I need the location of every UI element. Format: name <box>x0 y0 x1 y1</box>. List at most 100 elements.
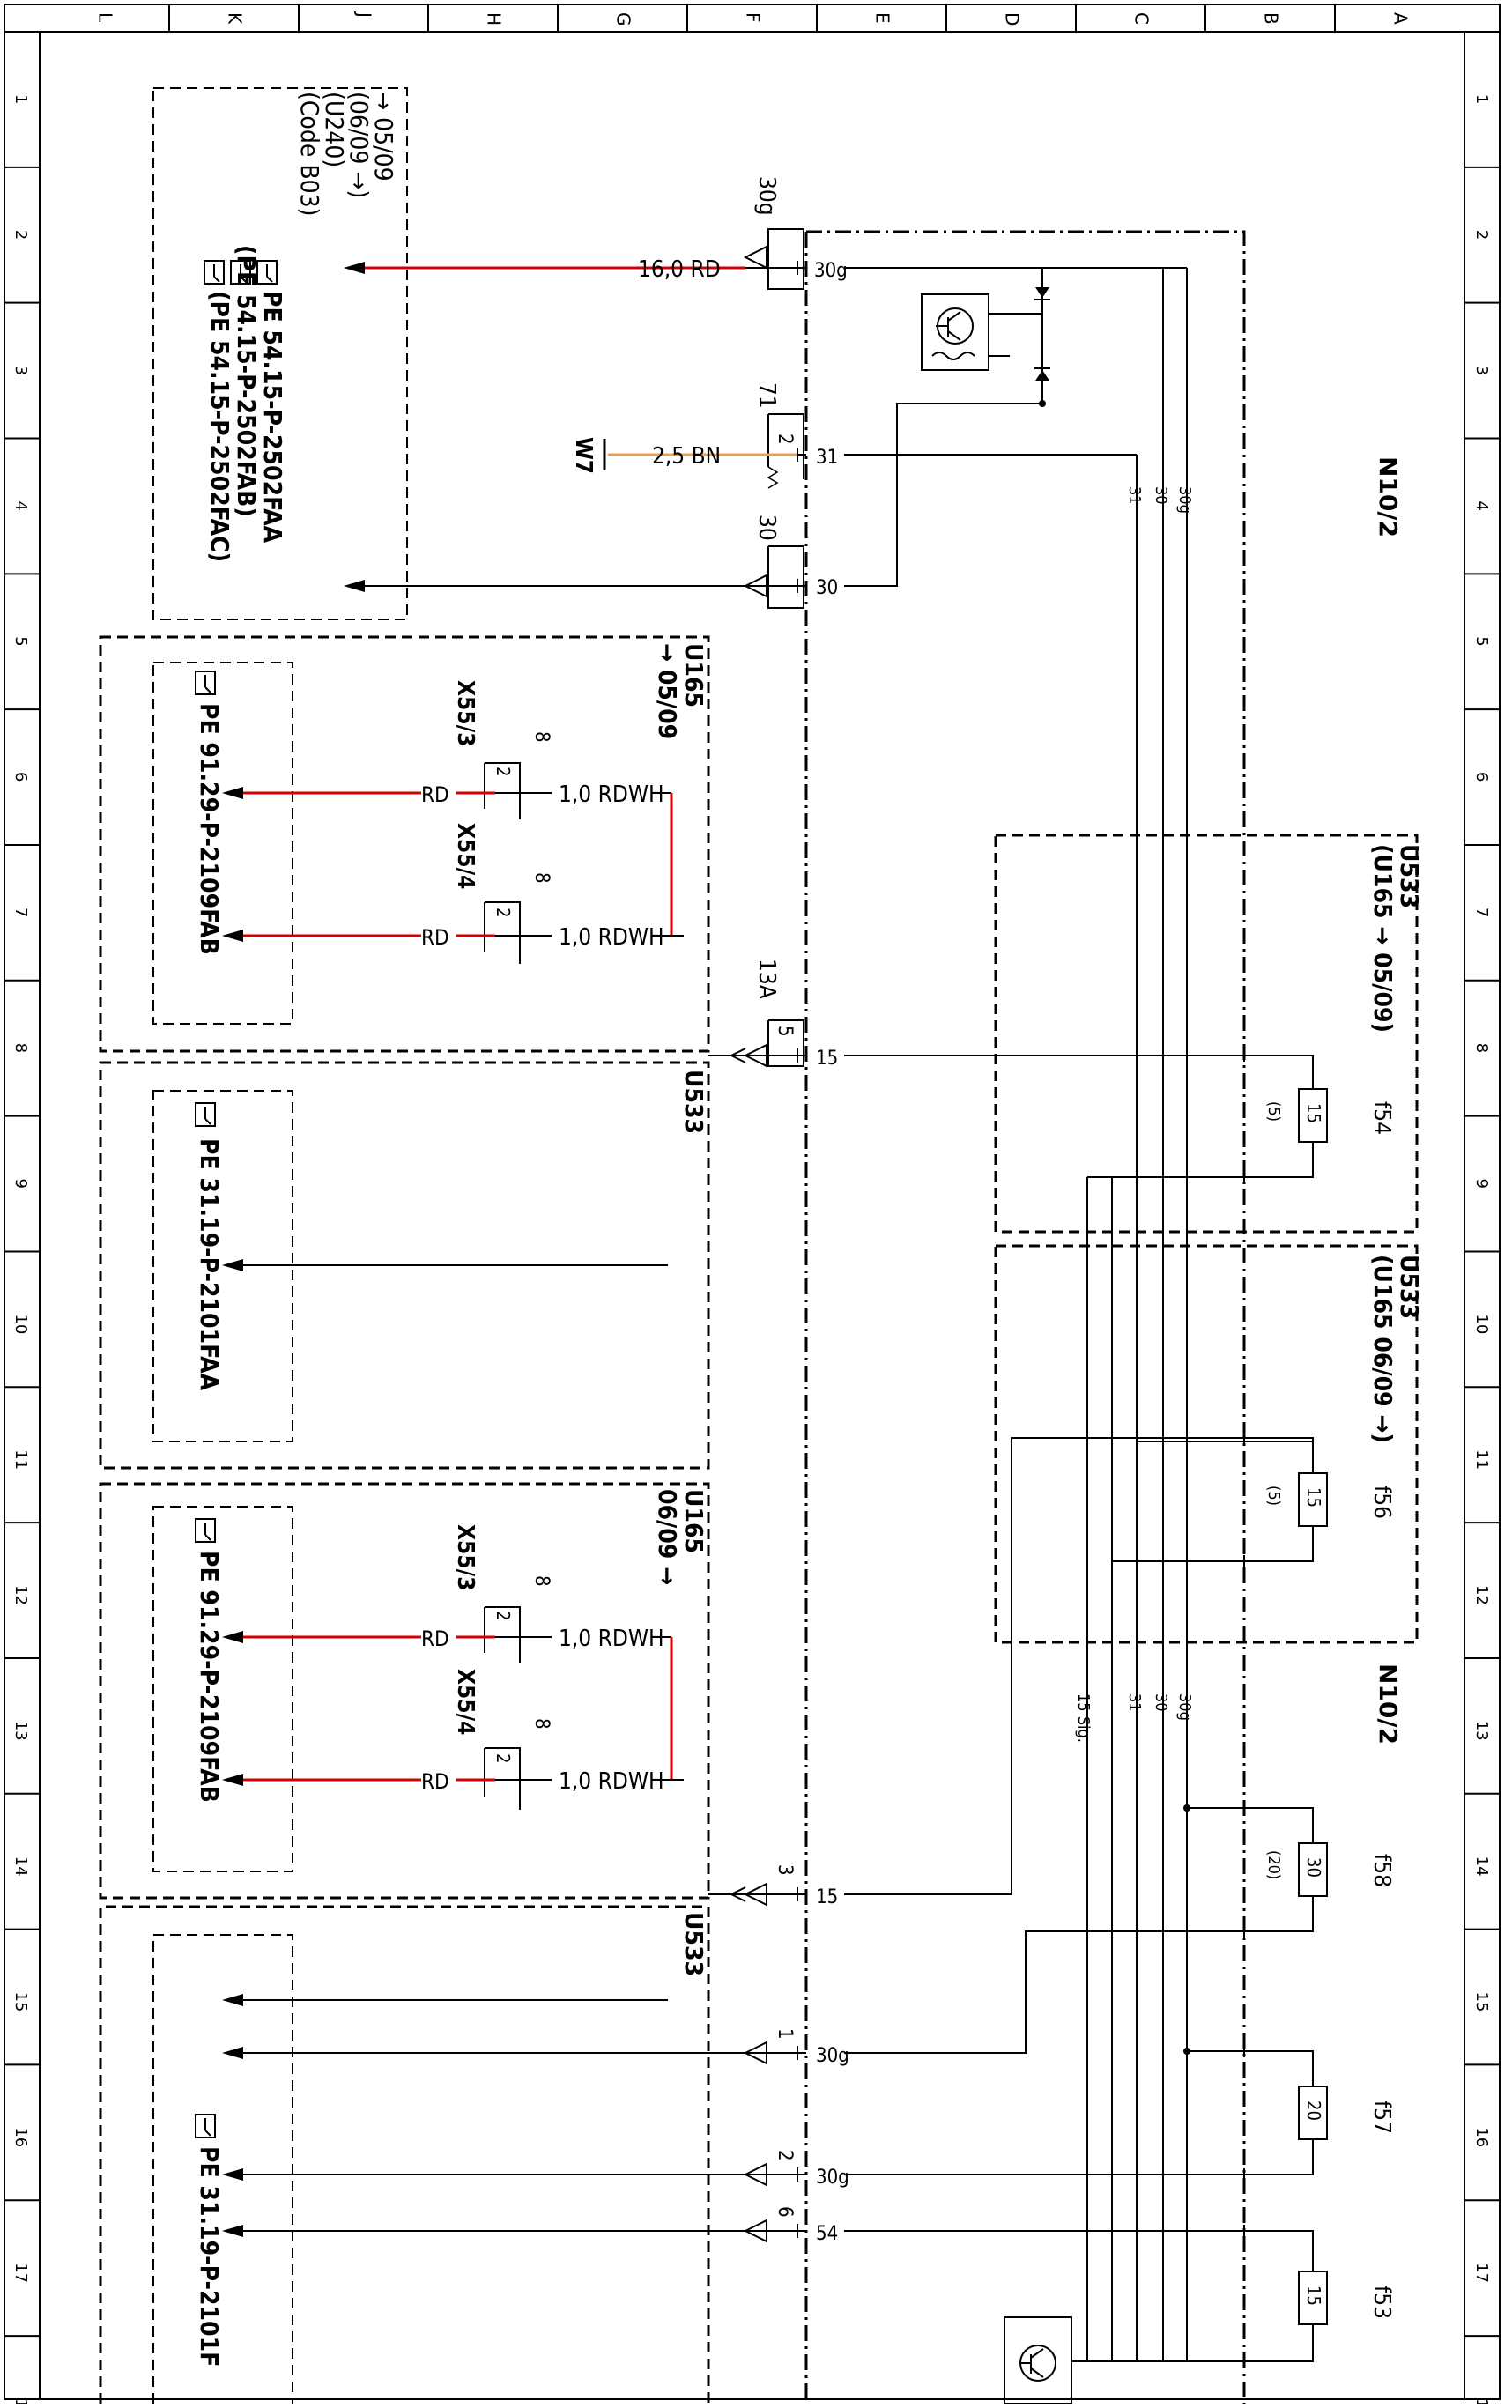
u165-a-ref-box <box>152 662 293 1025</box>
row-label: 1 <box>1472 94 1491 104</box>
fuse-f58-alt: (20) <box>1264 1850 1283 1879</box>
pin-54: 54 <box>816 2223 838 2245</box>
column-label: J <box>354 11 375 18</box>
connector-13a-label: 13A <box>753 959 780 999</box>
transistor-module <box>921 293 989 371</box>
x55-4-a-name: X55/4 <box>452 823 478 889</box>
wire-2-5-bn: 2,5 BN <box>652 443 721 470</box>
conn-3-num: 3 <box>774 1864 796 1876</box>
pointer-hand-icon <box>256 260 278 285</box>
row-label: 5 <box>1472 636 1491 646</box>
row-label: 17 <box>11 2263 30 2283</box>
boundary-terminals <box>797 261 1245 2367</box>
row-label: 14 <box>11 1856 30 1877</box>
fuse-f57-id: f57 <box>1368 2101 1395 2134</box>
row-label: 11 <box>11 1449 30 1470</box>
conn-1-num: 1 <box>774 2028 796 2040</box>
fuse-box-2 <box>994 1244 1419 1644</box>
fuse-f58 <box>1244 1807 1328 1932</box>
bus-label-30g-b: 30g <box>1175 1693 1194 1721</box>
column-label: D <box>1002 12 1023 26</box>
row-label: 16 <box>11 2127 30 2147</box>
x55-3-b-out: RD <box>421 1626 449 1651</box>
wire-16-rd: 16,0 RD <box>638 256 721 283</box>
fuse-f53-id: f53 <box>1368 2286 1395 2319</box>
row-label: 3 <box>1472 366 1491 375</box>
x55-4-b-pin: 8 <box>530 1718 552 1730</box>
top-box-line-1: → 05/09 <box>369 92 398 182</box>
u533-a-title: U533 <box>679 1070 708 1134</box>
top-box-ref-2[interactable]: (PE 54.15-P-2502FAB) <box>232 245 261 517</box>
pin-15-b: 15 <box>816 1886 838 1908</box>
column-label: K <box>225 12 246 25</box>
x55-3-b-wire: 1,0 RDWH <box>559 1626 664 1652</box>
terminal-tick <box>797 2046 806 2060</box>
fuse-f57-rating: 20 <box>1303 2101 1324 2121</box>
connector-71-num: 2 <box>774 433 796 445</box>
bus-label-30g: 30g <box>1175 486 1194 514</box>
drawing-frame <box>4 4 1501 2400</box>
u165-a-title: U165 <box>679 643 708 708</box>
row-label: 16 <box>1472 2127 1491 2147</box>
u165-b-ref[interactable]: PE 91.29-P-2109FAB <box>195 1551 224 1803</box>
connector-30-label: 30 <box>753 515 780 541</box>
x55-3-b-pin: 8 <box>530 1575 552 1587</box>
u533-a-ref[interactable]: PE 31.19-P-2101FAA <box>195 1138 224 1391</box>
u165-b-ref-box <box>152 1506 293 1872</box>
x55-4-a-num: 2 <box>493 908 514 917</box>
column-label: G <box>613 12 634 26</box>
u533-block-a <box>99 1061 710 1470</box>
u165-block-b <box>99 1482 710 1900</box>
fuse-f57 <box>1244 2050 1328 2175</box>
u533-b-ref[interactable]: PE 31.19-P-2101F <box>195 2146 224 2367</box>
row-label: 18 <box>1472 2398 1491 2404</box>
row-label: 7 <box>11 908 30 917</box>
row-label: 10 <box>1472 1314 1491 1334</box>
pin-30-top: 30 <box>816 577 838 599</box>
x55-3-b-name: X55/3 <box>452 1524 478 1590</box>
terminal-tick <box>797 448 806 462</box>
x55-4-a-out: RD <box>421 925 449 950</box>
conn-6-num: 6 <box>774 2206 796 2218</box>
row-label: 4 <box>11 500 30 510</box>
row-label: 1 <box>11 94 30 104</box>
u533-a-ref-box <box>152 1090 293 1442</box>
row-label: 4 <box>1472 500 1491 510</box>
pointer-hand-icon <box>195 1102 216 1127</box>
top-box-line-3: (U240) <box>320 92 349 167</box>
pin-30g-d: 30g <box>816 2167 849 2189</box>
fuse-box-1-title: U533 <box>1395 844 1424 908</box>
row-label: 15 <box>1472 1992 1491 2012</box>
row-label: 13 <box>11 1721 30 1741</box>
column-label: L <box>95 12 116 23</box>
module-boundary <box>804 230 1246 2404</box>
column-label: E <box>872 12 893 24</box>
column-label: B <box>1261 12 1282 25</box>
column-label: F <box>743 12 764 23</box>
row-label: 14 <box>1472 1856 1491 1877</box>
pin-30g-top: 30g <box>814 260 848 282</box>
row-label: 15 <box>11 1992 30 2012</box>
row-label: 7 <box>1472 908 1491 917</box>
module-label-bottom: N10/2 <box>1374 1663 1403 1745</box>
pin-30g-c: 30g <box>816 2045 849 2067</box>
fuse-f54 <box>1244 1055 1328 1178</box>
u165-a-ref[interactable]: PE 91.29-P-2109FAB <box>195 703 224 955</box>
pin-31-top: 31 <box>816 447 838 469</box>
x55-4-b-wire: 1,0 RDWH <box>559 1768 664 1795</box>
x55-4-b-num: 2 <box>493 1753 514 1763</box>
row-label: 2 <box>1472 230 1491 240</box>
top-box-ref-3[interactable]: (PE 54.15-P-2502FAC) <box>205 291 234 562</box>
row-label: 12 <box>11 1585 30 1605</box>
top-box-line-2: (06/09 →) <box>345 92 374 198</box>
fuse-box-2-sub: (U165 06/09 →) <box>1368 1255 1397 1443</box>
terminal-tick <box>797 261 806 275</box>
pointer-hand-icon <box>230 260 251 285</box>
pointer-hand-icon <box>195 671 216 695</box>
top-box-ref-1[interactable]: PE 54.15-P-2502FAA <box>258 291 287 544</box>
row-label: 11 <box>1472 1449 1491 1470</box>
fuse-box-1-sub: (U165 → 05/09) <box>1368 844 1397 1033</box>
fuse-f58-id: f58 <box>1368 1854 1395 1887</box>
row-label: 8 <box>11 1043 30 1053</box>
